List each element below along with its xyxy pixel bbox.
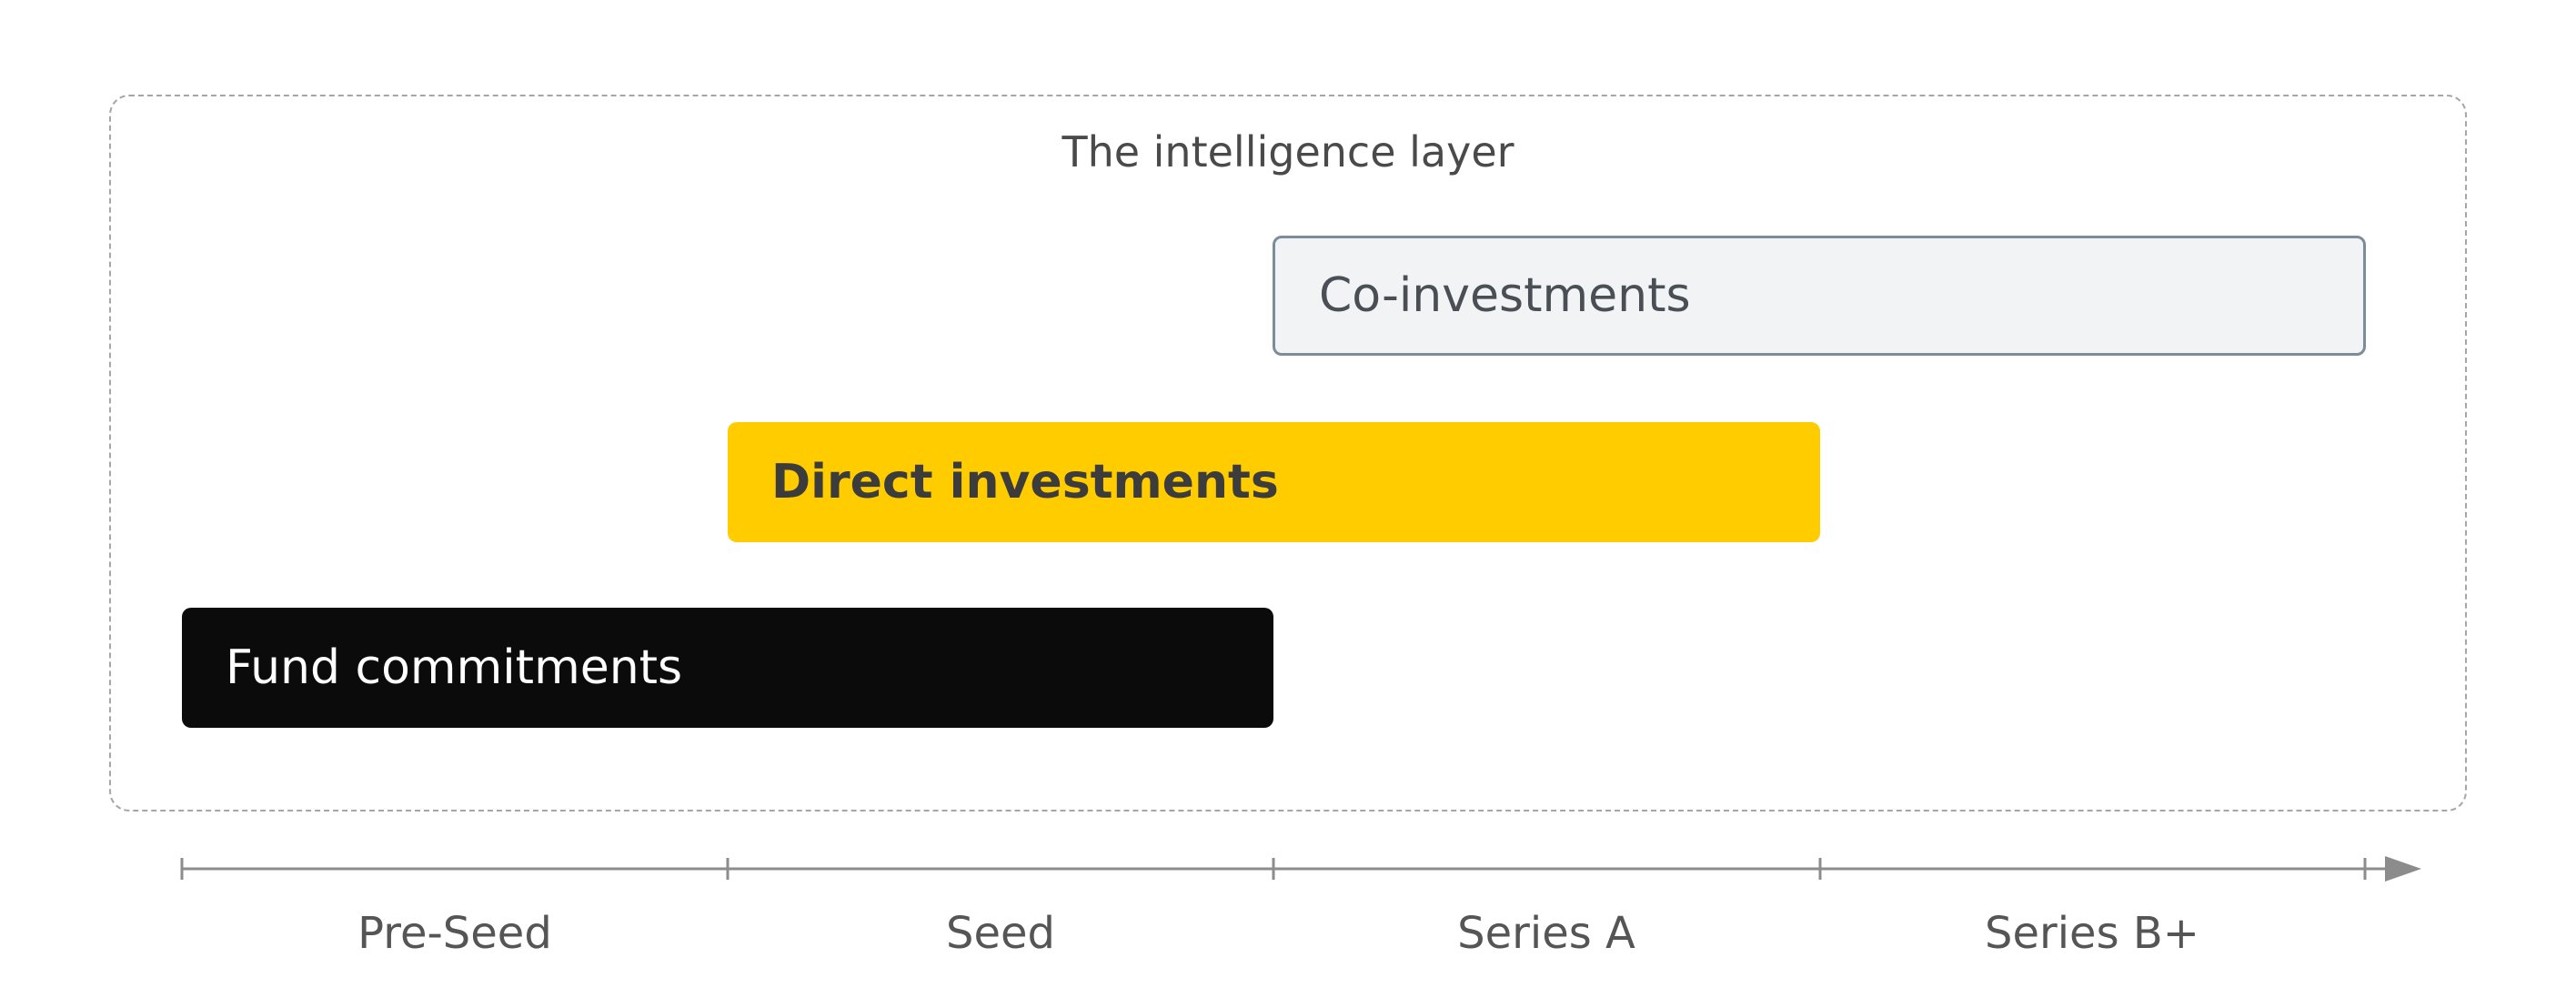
stage-label-series-a: Series A: [1457, 908, 1635, 959]
stage-label-series-b-plus: Series B+: [1984, 908, 2199, 959]
axis-arrow-icon: [2385, 856, 2421, 882]
fund-commitments-label: Fund commitments: [226, 640, 683, 695]
stage-label-seed: Seed: [946, 908, 1055, 959]
direct-investments-label: Direct investments: [771, 455, 1279, 509]
direct-investments-bar: Direct investments: [728, 422, 1820, 542]
fund-commitments-bar: Fund commitments: [182, 608, 1273, 728]
intelligence-layer-frame: [109, 95, 2467, 811]
co-investments-label: Co-investments: [1319, 268, 1691, 323]
stage-label-pre-seed: Pre-Seed: [357, 908, 552, 959]
frame-title: The intelligence layer: [1062, 127, 1514, 176]
co-investments-bar: Co-investments: [1273, 236, 2366, 356]
